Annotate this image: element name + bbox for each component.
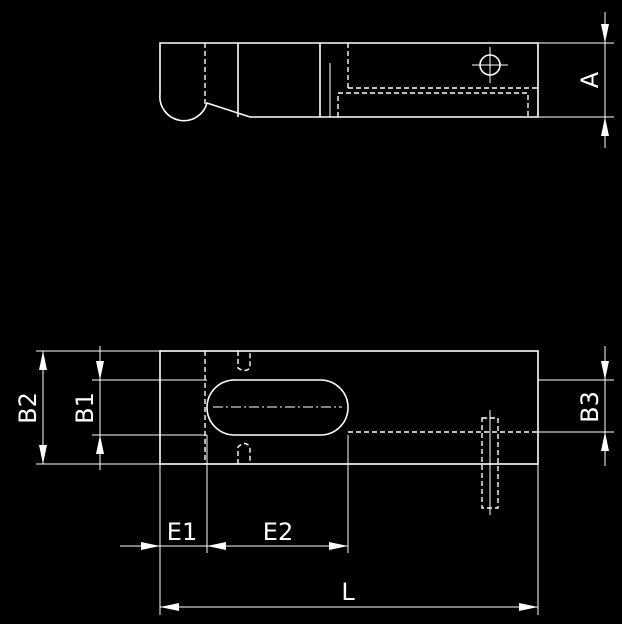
arrow-icon <box>601 361 609 380</box>
dimension-b2-label: B2 <box>14 392 42 424</box>
slot-outline <box>206 379 349 436</box>
pin-hidden-outline <box>337 92 529 117</box>
arrow-icon <box>96 361 104 380</box>
dimension-b1-label: B1 <box>71 392 99 424</box>
arrow-icon <box>207 542 226 550</box>
arrow-icon <box>160 603 179 611</box>
arrow-icon <box>96 435 104 454</box>
arrow-icon <box>601 432 609 451</box>
dimension-b3-label: B3 <box>576 391 604 423</box>
dimension-l-label: L <box>341 578 355 606</box>
arrow-icon <box>39 445 47 464</box>
arrow-icon <box>329 542 348 550</box>
arrow-icon <box>141 542 160 550</box>
dimension-a-label: A <box>576 71 604 88</box>
side-view-outline <box>159 42 539 122</box>
arrow-icon <box>39 351 47 370</box>
top-view-outline <box>159 350 539 465</box>
top-view: B2 B1 B3 E1 E2 L <box>14 346 614 615</box>
dimension-e2-label: E2 <box>263 518 293 546</box>
side-view: A <box>159 12 614 148</box>
dimension-e1-label: E1 <box>167 518 197 546</box>
arrow-icon <box>601 24 609 43</box>
arrow-icon <box>519 603 538 611</box>
arrow-icon <box>601 117 609 136</box>
